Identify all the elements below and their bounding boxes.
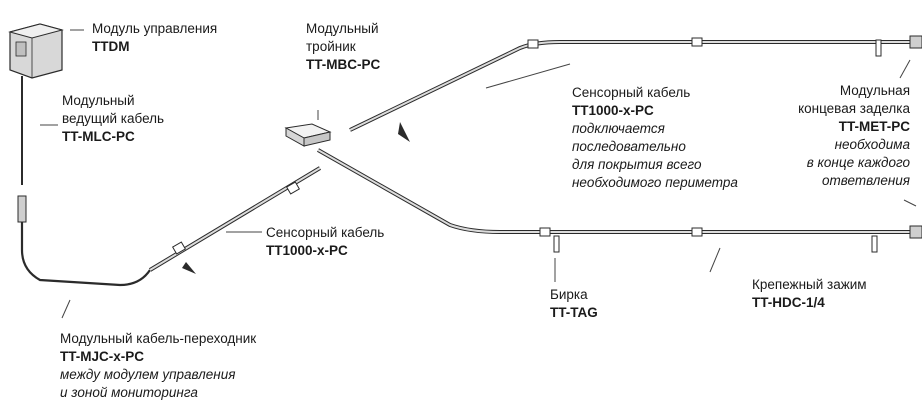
tee-title1: Модульный — [306, 21, 379, 36]
label-tag: Бирка TT-TAG — [550, 286, 598, 322]
tee-code: TT-MBC-PC — [306, 57, 381, 72]
label-jumper: Модульный кабель-переходник TT-MJC-x-PC … — [60, 330, 256, 402]
jumper-title: Модульный кабель-переходник — [60, 331, 257, 346]
jumper-note1: между модулем управления — [60, 367, 236, 382]
jumper-code: TT-MJC-x-PC — [60, 349, 144, 364]
leader-cable-title2: ведущий кабель — [62, 111, 165, 126]
leader-lines — [40, 29, 917, 319]
leader-cable-title1: Модульный — [62, 93, 135, 108]
sensor-cable-top-note4: необходимого периметра — [572, 175, 738, 190]
leader-connector — [17, 195, 27, 223]
sensor-cable-top-code: TT1000-x-PC — [572, 103, 654, 118]
end-termination-note1: необходима — [834, 137, 910, 152]
sensor-cable-top-note2: последовательно — [572, 139, 686, 154]
clamp-title: Крепежный зажим — [752, 277, 867, 292]
label-tee: Модульный тройник TT-MBC-PC — [306, 20, 380, 74]
label-sensor-cable-top: Сенсорный кабель TT1000-x-PC подключаетс… — [572, 84, 738, 192]
sensor-cable-top-note1: подключается — [572, 121, 665, 136]
end-termination-note3: ответвления — [822, 173, 910, 188]
label-leader-cable: Модульный ведущий кабель TT-MLC-PC — [62, 92, 164, 146]
end-termination-title1: Модульная — [839, 83, 910, 98]
tee-title2: тройник — [306, 39, 356, 54]
clamp-code: TT-HDC-1/4 — [752, 295, 825, 310]
jumper-cable-line — [20, 222, 151, 287]
tee-device — [284, 123, 332, 147]
sensor-cable-bottom-code: TT1000-x-PC — [266, 243, 348, 258]
leader-cable-code: TT-MLC-PC — [62, 129, 135, 144]
sensor-cable-top-note3: для покрытия всего — [572, 157, 702, 172]
control-module-title: Модуль управления — [92, 21, 218, 36]
label-clamp: Крепежный зажим TT-HDC-1/4 — [752, 276, 867, 312]
label-end-termination: Модульная концевая заделка TT-MET-PC нео… — [760, 82, 910, 190]
tag-title: Бирка — [550, 287, 588, 302]
end-termination-title2: концевая заделка — [798, 101, 910, 116]
sensor-cable-top-title: Сенсорный кабель — [572, 85, 691, 100]
tag-code: TT-TAG — [550, 305, 598, 320]
end-termination-note2: в конце каждого — [806, 155, 910, 170]
control-module-device — [8, 23, 64, 79]
jumper-note2: и зоной мониторинга — [60, 385, 198, 400]
label-control-module: Модуль управления TTDM — [92, 20, 217, 56]
sensor-cable-bottom-title: Сенсорный кабель — [266, 225, 385, 240]
end-termination-code: TT-MET-PC — [838, 119, 910, 134]
label-sensor-cable-bottom: Сенсорный кабель TT1000-x-PC — [266, 224, 384, 260]
control-module-code: TTDM — [92, 39, 130, 54]
